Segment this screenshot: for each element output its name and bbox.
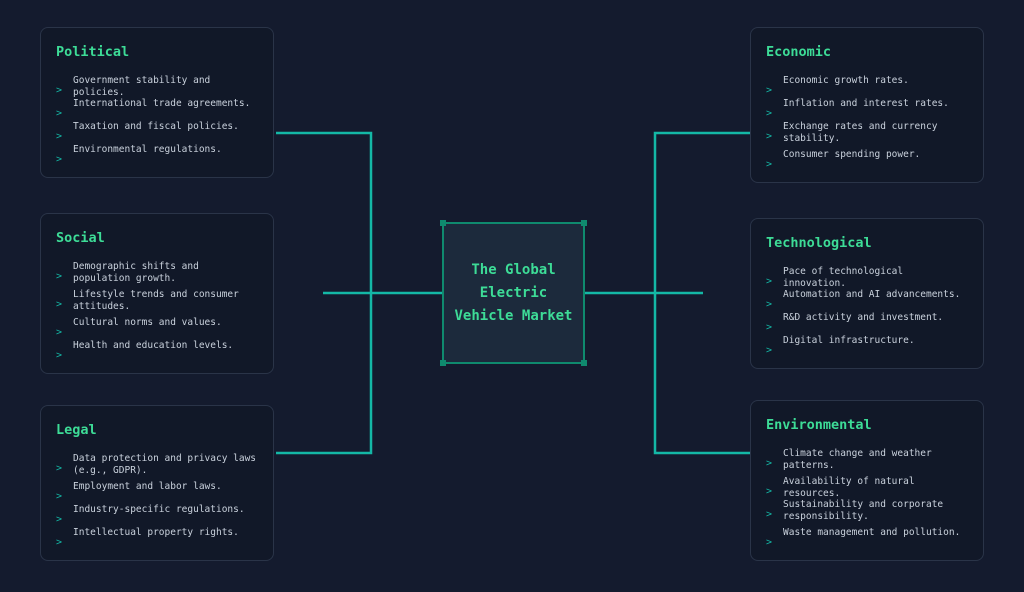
- chevron-right-icon: >: [56, 154, 63, 165]
- chevron-right-icon: >: [56, 463, 63, 474]
- list-item: > R&D activity and investment.: [766, 312, 969, 335]
- item-text: Economic growth rates.: [783, 75, 909, 86]
- chevron-right-icon: >: [56, 537, 63, 548]
- list-item: > Intellectual property rights.: [56, 527, 259, 550]
- chevron-right-icon: >: [766, 299, 773, 310]
- card-title: Economic: [766, 44, 832, 60]
- chevron-right-icon: >: [766, 345, 773, 356]
- card-social: Social > Demographic shifts and population…: [40, 213, 274, 374]
- item-text: Climate change and weather patterns.: [783, 448, 932, 471]
- list-item: > Digital infrastructure.: [766, 335, 969, 358]
- list-item: > Industry-specific regulations.: [56, 504, 259, 527]
- list-item: > Waste management and pollution.: [766, 527, 969, 550]
- item-text: Data protection and privacy laws (e.g., …: [73, 453, 257, 476]
- corner-handle: [440, 220, 446, 226]
- list-item: > Pace of technological innovation.: [766, 266, 969, 289]
- chevron-right-icon: >: [766, 159, 773, 170]
- card-title: Legal: [56, 422, 97, 438]
- chevron-right-icon: >: [56, 350, 63, 361]
- chevron-right-icon: >: [766, 276, 773, 287]
- card-title: Environmental: [766, 417, 872, 433]
- item-text: Intellectual property rights.: [73, 527, 239, 538]
- chevron-right-icon: >: [56, 108, 63, 119]
- item-text: Availability of natural resources.: [783, 476, 915, 499]
- item-text: Sustainability and corporate responsibil…: [783, 499, 944, 522]
- list-item: > International trade agreements.: [56, 98, 259, 121]
- card-technological: Technological > Pace of technological inno…: [750, 218, 984, 369]
- item-text: Consumer spending power.: [783, 149, 921, 160]
- item-text: Inflation and interest rates.: [783, 98, 949, 109]
- card-political: Political > Government stability and polic…: [40, 27, 274, 178]
- list-item: > Taxation and fiscal policies.: [56, 121, 259, 144]
- item-text: Employment and labor laws.: [73, 481, 222, 492]
- chevron-right-icon: >: [56, 131, 63, 142]
- list-item: > Environmental regulations.: [56, 144, 259, 167]
- list-item: > Cultural norms and values.: [56, 317, 259, 340]
- list-item: > Automation and AI advancements.: [766, 289, 969, 312]
- item-text: Automation and AI advancements.: [783, 289, 961, 300]
- chevron-right-icon: >: [766, 537, 773, 548]
- card-title: Political: [56, 44, 130, 60]
- item-text: Waste management and pollution.: [783, 527, 961, 538]
- chevron-right-icon: >: [766, 509, 773, 520]
- card-title: Technological: [766, 235, 872, 251]
- item-text: Demographic shifts and population growth…: [73, 261, 199, 284]
- list-item: > Sustainability and corporate responsibi…: [766, 499, 969, 527]
- list-item: > Employment and labor laws.: [56, 481, 259, 504]
- corner-handle: [581, 220, 587, 226]
- item-text: International trade agreements.: [73, 98, 251, 109]
- chevron-right-icon: >: [56, 271, 63, 282]
- connector-right: [653, 131, 750, 455]
- list-item: > Consumer spending power.: [766, 149, 969, 172]
- item-text: Taxation and fiscal policies.: [73, 121, 239, 132]
- item-text: Industry-specific regulations.: [73, 504, 245, 515]
- list-item: > Inflation and interest rates.: [766, 98, 969, 121]
- chevron-right-icon: >: [56, 299, 63, 310]
- item-text: Cultural norms and values.: [73, 317, 222, 328]
- card-environmental: Environmental > Climate change and weather…: [750, 400, 984, 561]
- corner-handle: [440, 360, 446, 366]
- list-item: > Lifestyle trends and consumer attitudes…: [56, 289, 259, 317]
- list-item: > Availability of natural resources.: [766, 476, 969, 499]
- item-text: Environmental regulations.: [73, 144, 222, 155]
- list-item: > Exchange rates and currency stability.: [766, 121, 969, 149]
- card-economic: Economic > Economic growth rates. > Inflatio…: [750, 27, 984, 183]
- card-title: Social: [56, 230, 105, 246]
- card-legal: Legal > Data protection and privacy laws (…: [40, 405, 274, 561]
- chevron-right-icon: >: [56, 491, 63, 502]
- item-text: Digital infrastructure.: [783, 335, 915, 346]
- list-item: > Health and education levels.: [56, 340, 259, 363]
- list-item: > Climate change and weather patterns.: [766, 448, 969, 476]
- chevron-right-icon: >: [766, 486, 773, 497]
- chevron-right-icon: >: [56, 85, 63, 96]
- list-item: > Demographic shifts and population growt…: [56, 261, 259, 289]
- central-topic-node: The Global Electric Vehicle Market: [440, 220, 587, 366]
- item-text: Health and education levels.: [73, 340, 234, 351]
- chevron-right-icon: >: [766, 458, 773, 469]
- chevron-right-icon: >: [766, 85, 773, 96]
- chevron-right-icon: >: [766, 322, 773, 333]
- chevron-right-icon: >: [56, 514, 63, 525]
- chevron-right-icon: >: [766, 108, 773, 119]
- item-text: Lifestyle trends and consumer attitudes.: [73, 289, 239, 312]
- chevron-right-icon: >: [766, 131, 773, 142]
- corner-handle: [581, 360, 587, 366]
- item-text: R&D activity and investment.: [783, 312, 944, 323]
- list-item: > Economic growth rates.: [766, 75, 969, 98]
- list-item: > Government stability and policies.: [56, 75, 259, 98]
- list-item: > Data protection and privacy laws (e.g.,…: [56, 453, 259, 481]
- item-text: Government stability and policies.: [73, 75, 211, 98]
- central-topic-title: The Global Electric Vehicle Market: [454, 261, 573, 324]
- chevron-right-icon: >: [56, 327, 63, 338]
- item-text: Pace of technological innovation.: [783, 266, 904, 289]
- item-text: Exchange rates and currency stability.: [783, 121, 938, 144]
